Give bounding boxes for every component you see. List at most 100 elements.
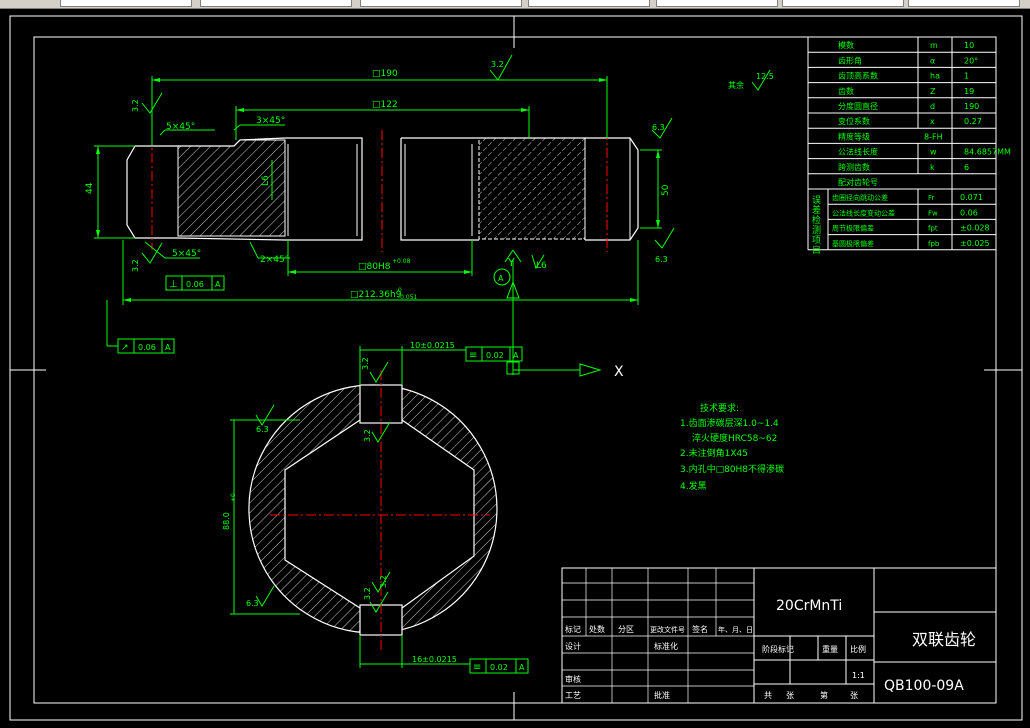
param-name: 跨测齿数 — [838, 162, 870, 172]
check-group-label: 误差检测项目 — [812, 195, 821, 256]
tb-hdr-sign: 签名 — [692, 624, 708, 634]
tb-hdr-mark: 标记 — [565, 624, 581, 634]
tb-standardize: 标准化 — [654, 641, 678, 651]
param-symbol: Z — [930, 87, 936, 96]
title-scale: 1:1 — [852, 671, 865, 680]
tb-hdr-date: 年、月、日 — [718, 625, 753, 634]
roughness-key-mid: 3.2 — [363, 429, 372, 442]
check-symbol: fpt — [928, 225, 938, 233]
tb-check: 审核 — [565, 674, 581, 684]
toolbar-field[interactable] — [528, 0, 650, 7]
param-value: 8-FH — [924, 132, 943, 141]
dim-chamfer-bl: 5×45° — [172, 249, 201, 259]
hatch-left — [177, 139, 286, 237]
notes-line-5: 4.发黑 — [680, 480, 707, 492]
fcf-perp-val: 0.06 — [186, 280, 204, 289]
dim-212-tol-l: -0.051 — [398, 294, 418, 301]
dim-chamfer-tm: 3×45° — [256, 116, 285, 126]
roughness-top: 3.2 — [491, 60, 504, 69]
dim-80h8: □80H8 — [358, 262, 391, 272]
check-value: ±0.028 — [960, 224, 990, 233]
tb-hdr-zone: 分区 — [618, 625, 634, 634]
check-symbol: Fw — [928, 209, 938, 217]
toolbar-field[interactable] — [200, 0, 352, 7]
param-name: 变位系数 — [838, 116, 870, 126]
param-value: 84.6857MM — [964, 148, 1011, 157]
toolbar-field[interactable] — [782, 0, 904, 7]
notes-line-2: 淬火硬度HRC58~62 — [692, 432, 777, 444]
fcf-sym2-sym: ≡ — [473, 662, 481, 673]
fcf-sym2-ref: A — [519, 663, 525, 672]
fcf-runout-ref: A — [165, 343, 171, 352]
dim-chamfer-bm: 2×45° — [260, 255, 289, 265]
check-value: 0.06 — [960, 208, 978, 217]
roughness-right-top: 6.3 — [652, 123, 665, 132]
roughness-ring-bot: 6.3 — [246, 599, 259, 608]
dim-10: 10±0.0215 — [410, 341, 455, 350]
tb-weight: 重量 — [822, 644, 838, 654]
fcf-perp-sym: ⊥ — [169, 279, 178, 290]
dim-122: □122 — [372, 100, 398, 110]
check-symbol: fpb — [928, 240, 940, 248]
param-value: 19 — [964, 87, 974, 96]
param-name: 齿数 — [838, 86, 854, 96]
dim-50: 50 — [661, 184, 671, 196]
dim-chamfer-tl: 5×45° — [166, 122, 195, 132]
check-name: 基圆极限偏差 — [832, 239, 874, 248]
roughness-ring-top: 6.3 — [256, 425, 269, 434]
roughness-key-bot2: 3.2 — [379, 575, 388, 588]
check-symbol: Fr — [928, 194, 935, 202]
param-value: 190 — [964, 102, 979, 111]
cad-drawing-canvas[interactable]: □190 □122 5×45° 3×45° 5×45° 2×45° 44 L6 … — [0, 9, 1030, 728]
param-symbol: m — [930, 41, 938, 50]
tb-approve: 批准 — [654, 690, 670, 700]
toolbar-field[interactable] — [360, 0, 522, 7]
cad-toolbar-strip — [0, 0, 1030, 9]
param-name: 配对齿轮号 — [838, 177, 878, 187]
param-value: 10 — [964, 41, 974, 50]
axis-x-label: X — [614, 364, 624, 380]
toolbar-field[interactable] — [60, 0, 192, 7]
param-name: 分度圆直径 — [838, 101, 878, 111]
fcf-sym1-ref: A — [513, 351, 519, 360]
tb-stage-mark: 阶段标记 — [762, 644, 794, 654]
toolbar-field[interactable] — [908, 0, 1020, 7]
fcf-symmetry-top: ≡ 0.02 A — [465, 346, 523, 362]
param-symbol: ha — [930, 72, 940, 81]
notes-line-1: 1.齿面渗碳层深1.0~1.4 — [680, 417, 779, 429]
roughness-left-bot: 3.2 — [131, 259, 140, 272]
dim-16: L6 — [261, 175, 271, 186]
dim-44: 44 — [85, 182, 95, 194]
toolbar-field[interactable] — [656, 0, 778, 7]
fcf-perp-ref: A — [215, 280, 221, 289]
check-name: 周节极限偏差 — [832, 224, 874, 233]
fcf-sym1-sym: ≡ — [469, 350, 477, 361]
axis-y-label: Y — [507, 256, 515, 269]
shaft-outline — [126, 137, 363, 241]
title-block — [561, 567, 997, 704]
check-value: ±0.025 — [960, 239, 990, 248]
param-name: 齿形角 — [838, 55, 862, 65]
roughness-rest-prefix: 其余 — [728, 80, 744, 90]
dim-88-tol: +0 — [230, 493, 237, 502]
tb-process: 工艺 — [565, 691, 581, 700]
datum-a-label: A — [498, 274, 504, 283]
tb-hdr-docno: 更改文件号 — [650, 625, 685, 634]
param-value: 0.27 — [964, 117, 982, 126]
roughness-left-top: 3.2 — [131, 99, 140, 112]
param-value: 1 — [964, 72, 969, 81]
tb-design: 设计 — [565, 641, 581, 651]
front-view — [126, 130, 639, 252]
dim-88: 88.0 — [222, 512, 231, 530]
front-dimensions — [94, 76, 662, 377]
roughness-key-top: 3.2 — [361, 357, 370, 370]
hatch-right — [478, 137, 586, 240]
fcf-perpendicularity: ⊥ 0.06 A — [165, 275, 225, 291]
param-name: 模数 — [838, 40, 854, 50]
param-symbol: α — [930, 56, 935, 65]
notes-line-3: 2.未注倒角1X45 — [680, 447, 748, 459]
tb-scale-label: 比例 — [850, 644, 866, 654]
title-drawing-no: QB100-09A — [884, 678, 964, 694]
param-symbol: x — [930, 117, 935, 126]
